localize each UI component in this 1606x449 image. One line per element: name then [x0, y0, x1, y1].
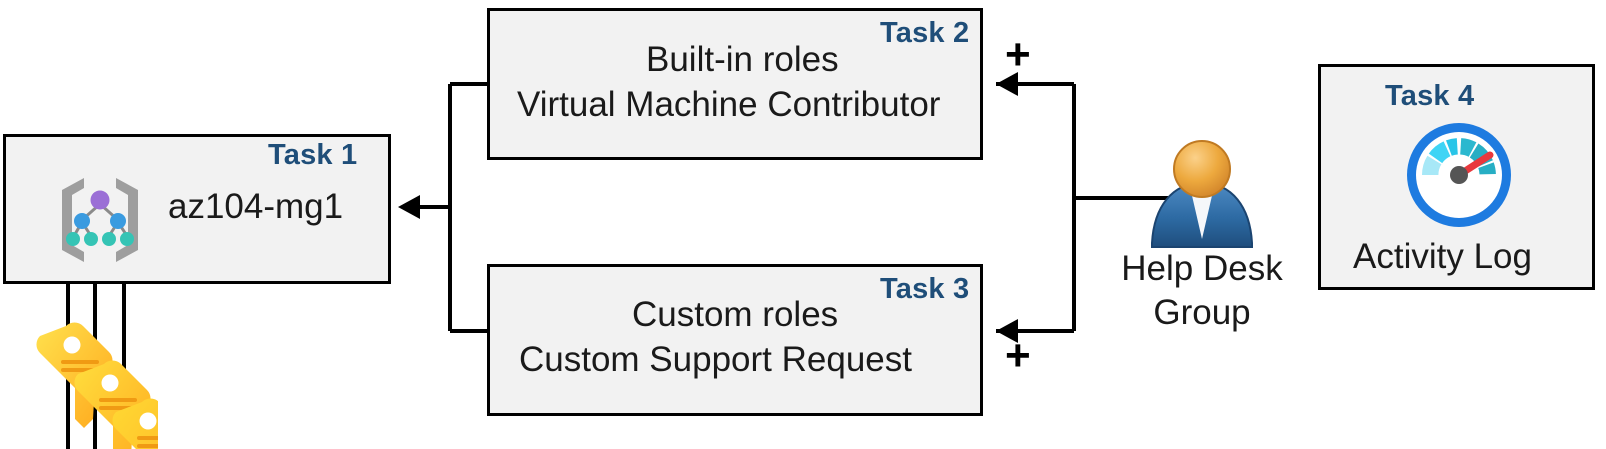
- task4-text: Activity Log: [1353, 237, 1532, 276]
- gauge-segment-1: [1422, 155, 1442, 175]
- gauge-segment-2: [1428, 141, 1451, 164]
- task2-line1: Built-in roles: [646, 40, 839, 79]
- task3-line1: Custom roles: [632, 295, 839, 334]
- gauge-segment-4: [1460, 138, 1477, 157]
- management-group-icon: [62, 178, 138, 262]
- plus-sign-bottom: +: [1005, 331, 1031, 380]
- actor-caption-line2: Group: [1153, 293, 1251, 332]
- plus-sign-top: +: [1005, 30, 1031, 79]
- user-group-icon: [1151, 140, 1253, 248]
- task2-line2: Virtual Machine Contributor: [517, 85, 941, 124]
- task1-text: az104-mg1: [168, 187, 344, 226]
- gauge-segment-6: [1478, 162, 1496, 175]
- gauge-segment-3: [1446, 138, 1458, 156]
- task2-box[interactable]: [487, 8, 983, 160]
- key-3: [112, 398, 158, 449]
- arrowhead-task1: [398, 195, 420, 219]
- task3-box[interactable]: [487, 264, 983, 416]
- task3-label: Task 3: [880, 273, 970, 305]
- keys-icon: [36, 322, 158, 449]
- task2-label: Task 2: [880, 17, 970, 49]
- task1-label: Task 1: [268, 139, 358, 171]
- gauge-hub: [1450, 166, 1468, 184]
- actor-caption-line1: Help Desk: [1121, 249, 1283, 288]
- gauge-icon: [1407, 123, 1511, 227]
- task4-label: Task 4: [1385, 80, 1475, 112]
- task3-line2: Custom Support Request: [519, 340, 912, 379]
